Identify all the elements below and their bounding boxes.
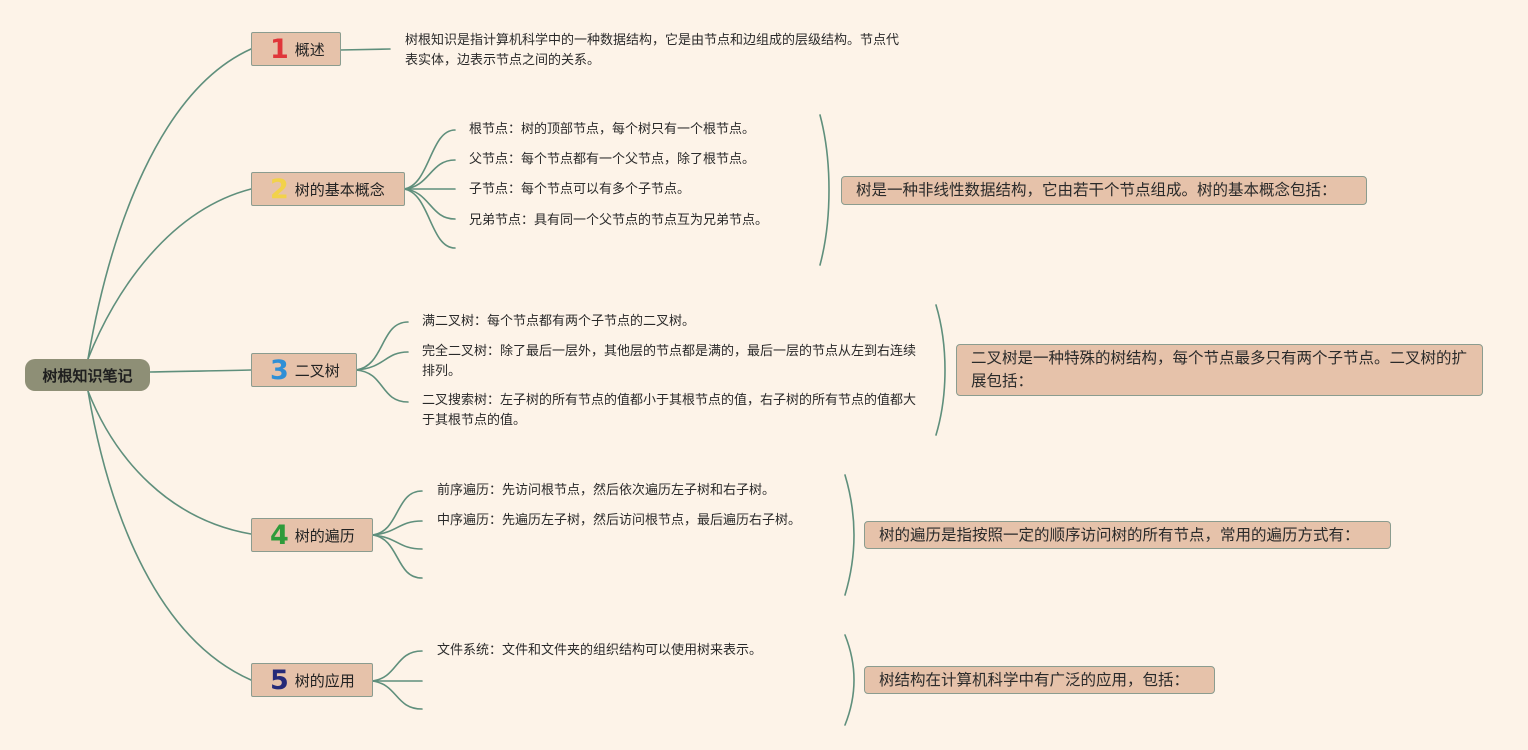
summary-basic-concepts[interactable]: 树是一种非线性数据结构，它由若干个节点组成。树的基本概念包括： (841, 176, 1367, 205)
branch-binary-tree[interactable]: 3 二叉树 (251, 353, 357, 387)
leaf-parent-node: 父节点：每个节点都有一个父节点，除了根节点。 (469, 152, 756, 167)
leaf-full-binary-tree: 满二叉树：每个节点都有两个子节点的二叉树。 (422, 314, 696, 329)
leaf-child-node: 子节点：每个节点可以有多个子节点。 (469, 182, 691, 197)
leaf-root-node: 根节点：树的顶部节点，每个树只有一个根节点。 (469, 122, 756, 137)
summary-binary-tree-text: 二叉树是一种特殊的树结构，每个节点最多只有两个子节点。二叉树的扩展包括： (971, 349, 1468, 390)
leaf-inorder: 中序遍历：先遍历左子树，然后访问根节点，最后遍历右子树。 (437, 513, 802, 528)
branch-label-basic-concepts: 树的基本概念 (294, 180, 385, 199)
leaf-file-system: 文件系统：文件和文件夹的组织结构可以使用树来表示。 (437, 643, 763, 658)
branch-label-applications: 树的应用 (294, 671, 355, 690)
summary-binary-tree[interactable]: 二叉树是一种特殊的树结构，每个节点最多只有两个子节点。二叉树的扩展包括： (956, 344, 1483, 396)
leaf-overview-text: 树根知识是指计算机科学中的一种数据结构，它是由节点和边组成的层级结构。节点代表实… (405, 33, 900, 68)
leaf-sibling-node: 兄弟节点：具有同一个父节点的节点互为兄弟节点。 (469, 213, 769, 228)
branch-overview[interactable]: 1 概述 (251, 32, 341, 66)
summary-traversal[interactable]: 树的遍历是指按照一定的顺序访问树的所有节点，常用的遍历方式有： (864, 521, 1391, 549)
leaf-preorder: 前序遍历：先访问根节点，然后依次遍历左子树和右子树。 (437, 483, 776, 498)
branch-label-traversal: 树的遍历 (294, 526, 355, 545)
branch-number-1: 1 (270, 33, 289, 65)
branch-number-5: 5 (270, 664, 289, 696)
summary-applications[interactable]: 树结构在计算机科学中有广泛的应用，包括： (864, 666, 1215, 694)
summary-basic-concepts-text: 树是一种非线性数据结构，它由若干个节点组成。树的基本概念包括： (856, 181, 1337, 199)
branch-applications[interactable]: 5 树的应用 (251, 663, 373, 697)
branch-basic-concepts[interactable]: 2 树的基本概念 (251, 172, 405, 206)
leaf-complete-binary-tree: 完全二叉树：除了最后一层外，其他层的节点都是满的，最后一层的节点从左到右连续排列… (422, 344, 917, 379)
branch-traversal[interactable]: 4 树的遍历 (251, 518, 373, 552)
root-label: 树根知识笔记 (42, 366, 133, 385)
root-node[interactable]: 树根知识笔记 (25, 359, 150, 391)
summary-traversal-text: 树的遍历是指按照一定的顺序访问树的所有节点，常用的遍历方式有： (879, 525, 1360, 544)
branch-label-binary-tree: 二叉树 (294, 361, 340, 380)
branch-number-3: 3 (270, 354, 289, 386)
branch-number-4: 4 (270, 519, 289, 551)
leaf-binary-search-tree: 二叉搜索树：左子树的所有节点的值都小于其根节点的值，右子树的所有节点的值都大于其… (422, 393, 917, 428)
branch-number-2: 2 (270, 173, 289, 205)
branch-label-overview: 概述 (294, 40, 325, 59)
summary-applications-text: 树结构在计算机科学中有广泛的应用，包括： (879, 670, 1190, 689)
